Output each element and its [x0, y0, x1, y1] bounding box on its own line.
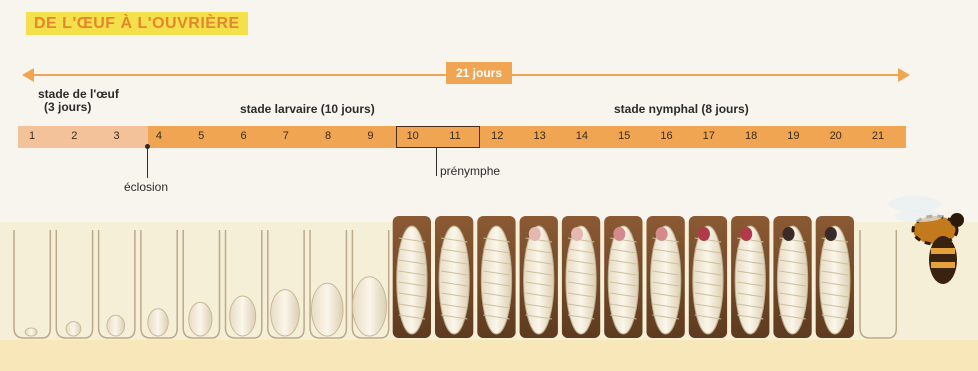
day-number: 5 [191, 130, 211, 142]
larva [311, 283, 343, 336]
egg [107, 315, 125, 336]
day-number: 3 [107, 130, 127, 142]
day-number: 12 [487, 130, 507, 142]
pupa [397, 226, 427, 334]
eclosion-pointer [147, 146, 148, 178]
pupa [608, 226, 638, 334]
day-number: 6 [234, 130, 254, 142]
day-number: 15 [614, 130, 634, 142]
pupa-eye [571, 227, 583, 241]
pupa-eye [529, 227, 541, 241]
page-title: DE L'ŒUF À L'OUVRIÈRE [26, 12, 248, 35]
day-number: 8 [318, 130, 338, 142]
day-number: 19 [783, 130, 803, 142]
prenymph-pointer [436, 148, 437, 176]
timeline-arrow-right-icon [898, 68, 910, 82]
pupa [693, 226, 723, 334]
day-number: 4 [149, 130, 169, 142]
day-number: 17 [699, 130, 719, 142]
larva [353, 277, 387, 336]
pupa [735, 226, 765, 334]
day-number: 2 [64, 130, 84, 142]
pupa [566, 226, 596, 334]
total-days-label: 21 jours [446, 62, 512, 84]
pupa-eye [656, 227, 668, 241]
pupa-eye [740, 227, 752, 241]
larva [148, 309, 168, 336]
stage-pupa-label: stade nymphal (8 jours) [614, 102, 749, 116]
stage-egg-duration: (3 jours) [38, 101, 119, 114]
stage-larva-label: stade larvaire (10 jours) [240, 102, 375, 116]
stage-egg-label: stade de l'œuf (3 jours) [38, 88, 119, 114]
pupa [777, 226, 807, 334]
day-number: 20 [826, 130, 846, 142]
larva [189, 302, 212, 336]
prenymph-label: prénymphe [440, 164, 500, 178]
pupa [439, 226, 469, 334]
day-number: 14 [572, 130, 592, 142]
pupa-eye [698, 227, 710, 241]
egg [25, 328, 37, 336]
day-number: 9 [360, 130, 380, 142]
pupa-eye [613, 227, 625, 241]
larva [271, 290, 300, 336]
pupa [481, 226, 511, 334]
prenymph-highlight-box [396, 126, 480, 148]
brood-cells-illustration [0, 190, 978, 371]
pupa [651, 226, 681, 334]
pupa-eye [783, 227, 795, 241]
pupa [524, 226, 554, 334]
day-number: 16 [657, 130, 677, 142]
day-number: 7 [276, 130, 296, 142]
day-number: 21 [868, 130, 888, 142]
day-number: 1 [22, 130, 42, 142]
timeline-arrow-left-icon [22, 68, 34, 82]
pupa-eye [825, 227, 837, 241]
pupa [820, 226, 850, 334]
egg [66, 322, 81, 336]
larva [230, 296, 256, 336]
day-number: 18 [741, 130, 761, 142]
day-number: 13 [530, 130, 550, 142]
